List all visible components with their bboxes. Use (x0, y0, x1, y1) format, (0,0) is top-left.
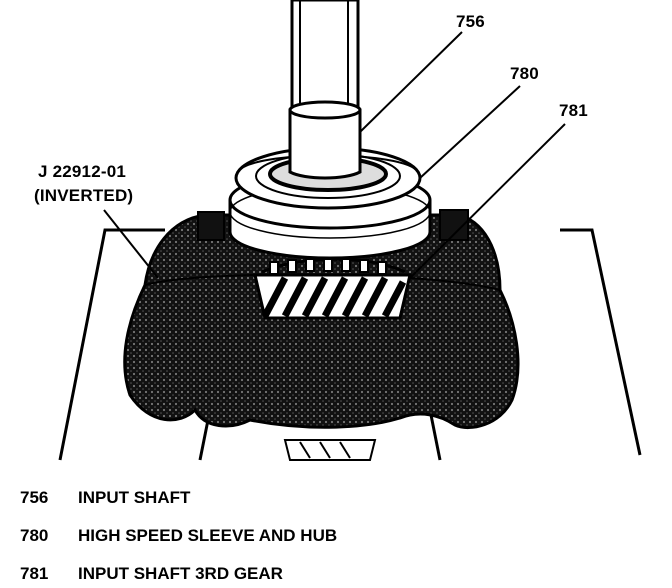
legend-item: 781 INPUT SHAFT 3RD GEAR (20, 564, 283, 588)
lower-gear-teeth (283, 439, 377, 461)
legend-item: 756 INPUT SHAFT (20, 488, 190, 512)
callout-780: 780 (510, 64, 539, 83)
legend-number: 781 (20, 564, 49, 583)
input-shaft-3rd-gear (253, 257, 412, 320)
tool-callout-line2: (INVERTED) (34, 186, 134, 205)
legend-label: INPUT SHAFT (78, 488, 191, 507)
legend-item: 780 HIGH SPEED SLEEVE AND HUB (20, 526, 337, 550)
legend-number: 756 (20, 488, 49, 507)
tool-callout-line1: J 22912-01 (38, 162, 127, 181)
callout-781: 781 (559, 101, 588, 120)
legend-label: INPUT SHAFT 3RD GEAR (78, 564, 283, 583)
leader-lines (103, 31, 566, 281)
callout-756: 756 (456, 12, 485, 31)
legend-number: 780 (20, 526, 49, 545)
input-shaft (288, 0, 362, 180)
legend-label: HIGH SPEED SLEEVE AND HUB (78, 526, 338, 545)
